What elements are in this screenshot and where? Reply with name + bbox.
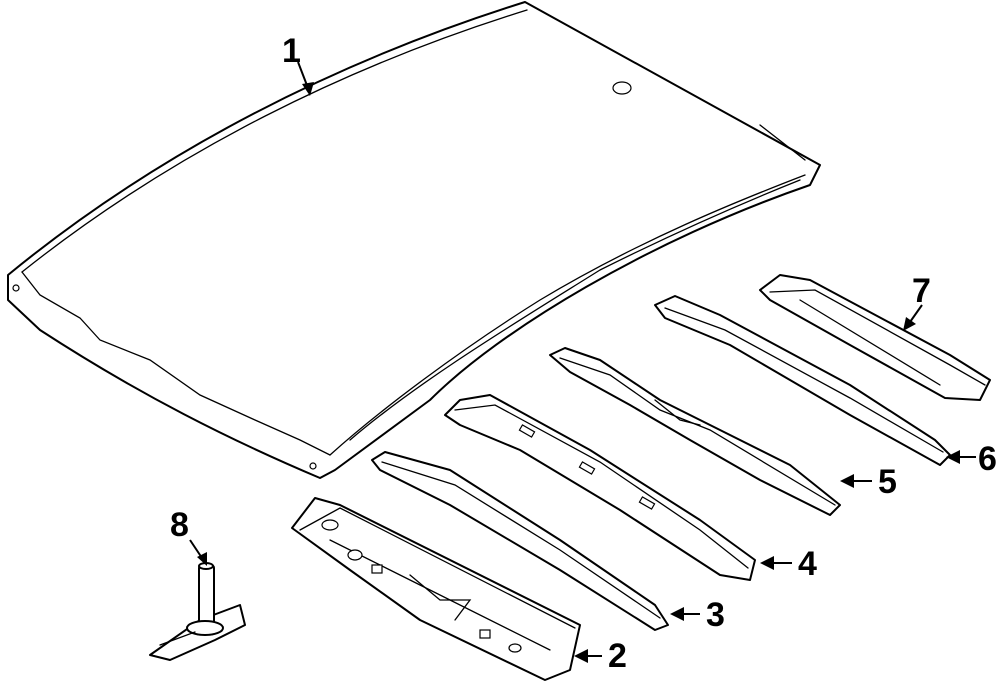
roof-bow-4 — [444, 394, 756, 581]
callout-label-1: 1 — [282, 32, 301, 70]
callout-7: 7 — [903, 272, 931, 331]
callout-label-3: 3 — [706, 596, 725, 634]
callout-label-8: 8 — [170, 506, 189, 544]
roof-bow-3 — [371, 451, 669, 631]
callout-5: 5 — [840, 463, 897, 501]
stud-bracket — [149, 562, 246, 661]
callout-6: 6 — [946, 440, 997, 478]
callout-label-2: 2 — [608, 637, 627, 675]
callout-1: 1 — [282, 32, 314, 96]
front-header — [291, 497, 581, 681]
callout-label-4: 4 — [798, 545, 817, 583]
callout-2: 2 — [574, 637, 627, 675]
rear-header — [759, 274, 991, 401]
roof-panel — [7, 1, 821, 479]
callout-3: 3 — [670, 596, 725, 634]
roof-bow-5 — [549, 347, 841, 516]
callout-4: 4 — [760, 545, 817, 583]
callout-label-5: 5 — [878, 463, 897, 501]
callout-label-7: 7 — [912, 272, 931, 310]
callout-8: 8 — [170, 506, 207, 566]
callout-label-6: 6 — [978, 440, 997, 478]
